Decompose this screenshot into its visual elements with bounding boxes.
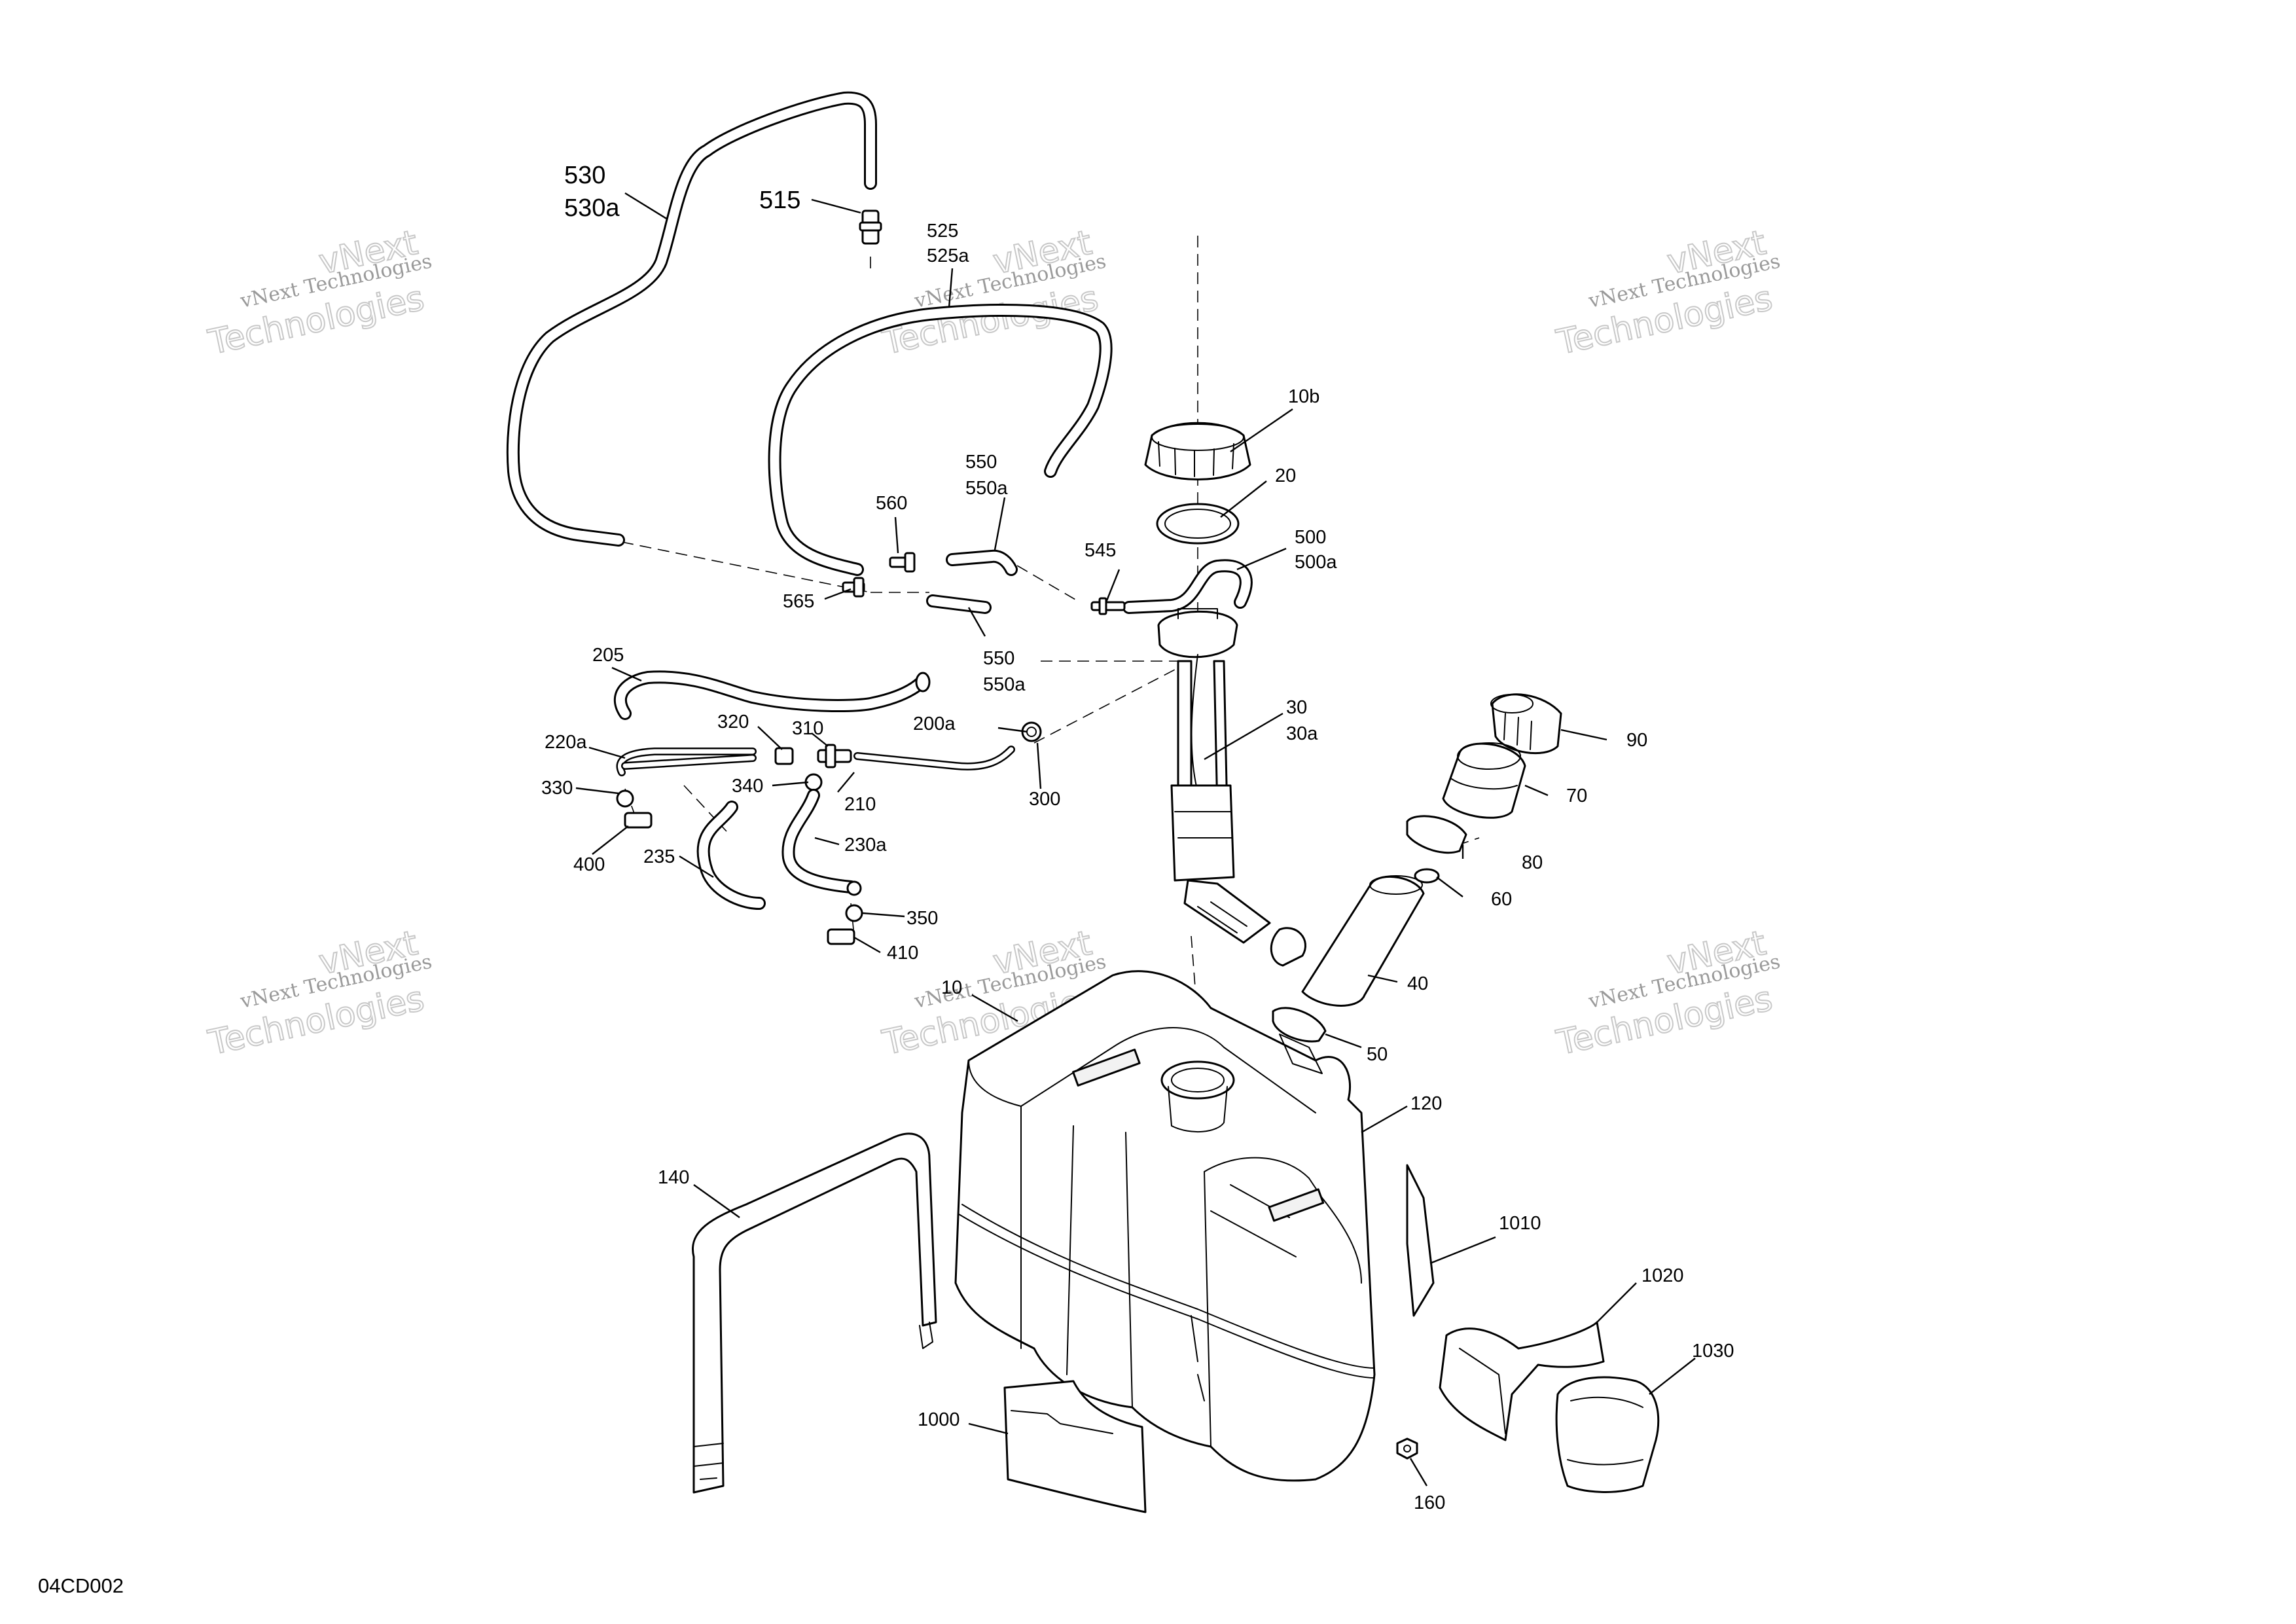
connector-565 xyxy=(842,577,865,598)
callout-550-lower: 550 xyxy=(983,648,1014,669)
fitting-400 xyxy=(624,812,653,829)
callout-525: 525 xyxy=(927,221,958,242)
callout-300: 300 xyxy=(1029,789,1060,810)
guide-line xyxy=(1191,935,1198,1022)
callout-30: 30 xyxy=(1286,697,1307,718)
clamp-350 xyxy=(845,904,863,922)
callout-1000: 1000 xyxy=(918,1409,960,1430)
hose-235 xyxy=(696,801,766,910)
clamp-50 xyxy=(1272,1007,1327,1043)
callout-330: 330 xyxy=(541,778,573,799)
callout-80: 80 xyxy=(1522,852,1543,873)
fuel-pump-30 xyxy=(1157,608,1307,967)
callout-410: 410 xyxy=(887,943,918,964)
check-valve-515 xyxy=(859,209,882,245)
callout-10b: 10b xyxy=(1288,386,1319,407)
callout-515: 515 xyxy=(759,187,800,214)
callout-350: 350 xyxy=(906,908,938,929)
callout-500: 500 xyxy=(1295,527,1326,548)
callout-560: 560 xyxy=(876,493,907,514)
lock-ring-10b xyxy=(1144,422,1251,480)
callout-1010: 1010 xyxy=(1499,1213,1541,1234)
callout-220a: 220a xyxy=(545,732,587,753)
callout-90: 90 xyxy=(1626,730,1647,751)
diagram-code: 04CD002 xyxy=(38,1574,124,1597)
callout-60: 60 xyxy=(1491,889,1512,910)
heat-shield-1000 xyxy=(1003,1380,1147,1513)
callout-20: 20 xyxy=(1275,465,1296,486)
heat-shield-1020 xyxy=(1439,1321,1605,1441)
guide-line xyxy=(683,785,727,832)
watermark-mid-left: vNext Technologies vNext Technologies xyxy=(204,923,434,1064)
callout-1030: 1030 xyxy=(1692,1341,1734,1362)
callout-120: 120 xyxy=(1410,1093,1442,1114)
hose-205 xyxy=(614,670,931,720)
callout-320: 320 xyxy=(717,712,749,732)
heat-shield-1010 xyxy=(1406,1164,1435,1317)
callout-550a: 550a xyxy=(965,478,1008,499)
callout-340: 340 xyxy=(732,776,763,797)
callout-140: 140 xyxy=(658,1167,689,1188)
callout-550a-lower: 550a xyxy=(983,674,1026,695)
watermark-mid-right: vNext Technologies vNext Technologies xyxy=(1552,923,1782,1064)
filler-hose-40 xyxy=(1301,875,1425,1007)
hose-550-lower xyxy=(926,594,992,614)
fitting-320 xyxy=(774,747,794,765)
callout-30a: 30a xyxy=(1286,723,1318,744)
gasket-20 xyxy=(1156,503,1240,545)
callout-235: 235 xyxy=(643,846,675,867)
callout-500a: 500a xyxy=(1295,552,1337,573)
filler-neck-70 xyxy=(1442,742,1526,819)
hose-230a xyxy=(781,789,862,896)
watermark-top-right: vNext Technologies vNext Technologies xyxy=(1552,223,1782,363)
callout-530a: 530a xyxy=(564,194,620,222)
callout-400: 400 xyxy=(573,854,605,875)
hose-500 xyxy=(1122,559,1253,614)
hose-200a xyxy=(853,746,1015,770)
callout-525a: 525a xyxy=(927,245,969,266)
callout-70: 70 xyxy=(1566,785,1587,806)
nut-160 xyxy=(1396,1437,1418,1460)
guide-line xyxy=(1001,556,1081,603)
watermark-top-center: vNext Technologies vNext Technologies xyxy=(878,223,1108,363)
fitting-410 xyxy=(827,928,855,945)
callout-200a: 200a xyxy=(913,713,956,734)
callout-labels: 530 530a 515 525 525a 10b 20 550 550a 56… xyxy=(541,162,1734,1513)
callout-1020: 1020 xyxy=(1641,1265,1684,1286)
clamp-80 xyxy=(1406,815,1467,854)
callout-160: 160 xyxy=(1414,1492,1445,1513)
fuel-tank-10 xyxy=(954,970,1376,1482)
strap-140 xyxy=(692,1132,937,1494)
callout-545: 545 xyxy=(1085,540,1116,561)
callout-550: 550 xyxy=(965,452,997,473)
callout-205: 205 xyxy=(592,645,624,666)
callout-210: 210 xyxy=(844,794,876,815)
clamp-60 xyxy=(1414,868,1440,884)
watermark-top-left: vNext Technologies vNext Technologies xyxy=(204,223,434,363)
callout-310: 310 xyxy=(792,718,823,739)
hose-525 xyxy=(768,304,1113,576)
guide-line xyxy=(1033,660,1192,744)
callout-530: 530 xyxy=(564,162,605,189)
connector-545 xyxy=(1090,597,1126,615)
hose-550-upper xyxy=(946,549,1018,576)
callout-50: 50 xyxy=(1367,1044,1388,1065)
fitting-310 xyxy=(817,744,852,768)
callout-230a: 230a xyxy=(844,835,887,856)
connector-560 xyxy=(889,552,916,573)
leader-lines xyxy=(575,192,1696,1487)
cap-90 xyxy=(1490,693,1562,755)
watermark-group: vNext Technologies vNext Technologies vN… xyxy=(204,223,1782,1064)
callout-565: 565 xyxy=(783,591,814,612)
callout-40: 40 xyxy=(1407,973,1428,994)
hose-220a xyxy=(616,748,757,776)
hose-530 xyxy=(506,91,877,547)
guide-line xyxy=(621,541,871,593)
clamp-330 xyxy=(616,789,634,808)
callout-10: 10 xyxy=(941,977,962,998)
heat-shield-1030 xyxy=(1555,1376,1660,1493)
